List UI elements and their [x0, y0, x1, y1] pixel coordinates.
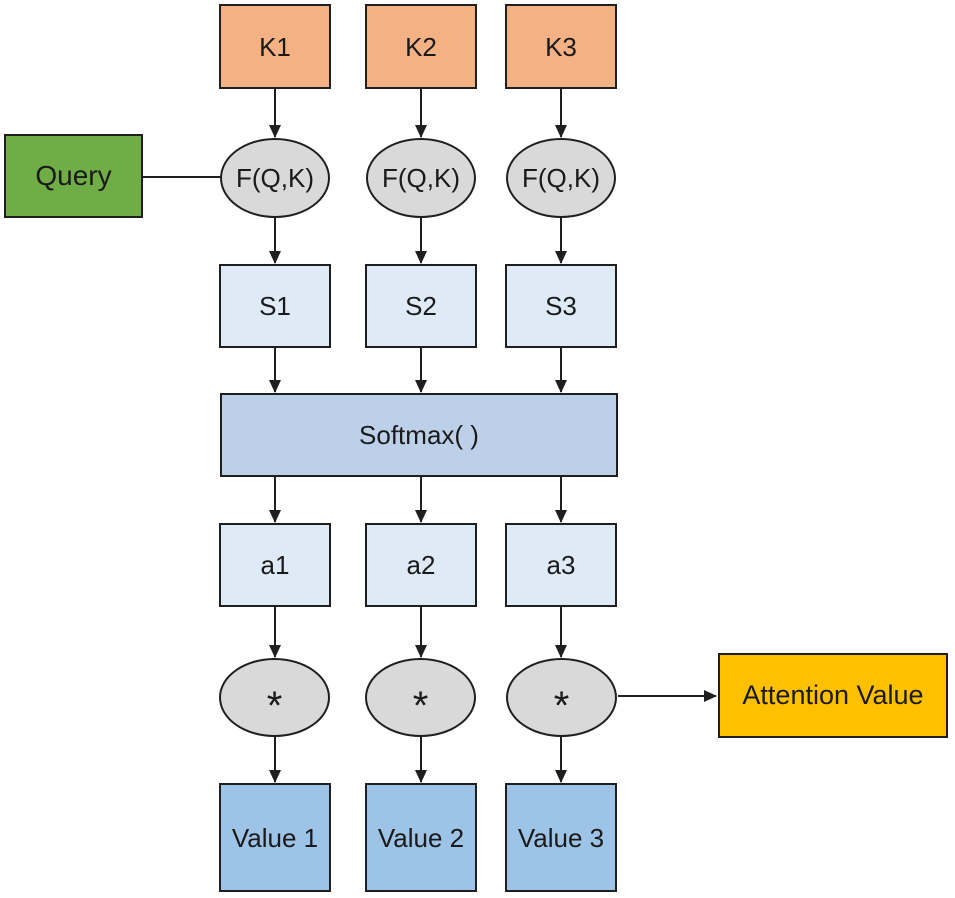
score-function-label-1: F(Q,K): [236, 163, 314, 193]
value-box-3: Value 3: [505, 783, 617, 892]
attention-value-box: Attention Value: [718, 653, 948, 738]
score-box-2: S2: [365, 264, 477, 348]
value-label-2: Value 2: [377, 822, 465, 853]
key-label-3: K3: [545, 31, 577, 62]
attention-weight-box-1: a1: [219, 523, 331, 607]
multiply-ellipse-3: *: [506, 658, 617, 737]
query-label: Query: [35, 160, 112, 191]
softmax-box: Softmax( ): [220, 393, 618, 477]
softmax-label: Softmax( ): [359, 420, 479, 450]
multiply-operator-1: *: [266, 683, 283, 728]
score-function-label-3: F(Q,K): [522, 163, 600, 193]
multiply-operator-2: *: [412, 683, 429, 728]
key-label-2: K2: [405, 31, 437, 62]
key-box-3: K3: [505, 4, 617, 89]
score-label-1: S1: [259, 291, 291, 321]
score-function-ellipse-3: F(Q,K): [506, 138, 616, 218]
key-label-1: K1: [259, 31, 291, 62]
score-box-3: S3: [505, 264, 617, 348]
value-label-1: Value 1: [231, 822, 319, 853]
multiply-operator-3: *: [553, 683, 570, 728]
multiply-ellipse-2: *: [365, 658, 476, 737]
value-box-2: Value 2: [365, 783, 477, 892]
score-function-ellipse-1: F(Q,K): [220, 138, 330, 218]
attention-value-label: Attention Value: [742, 680, 924, 710]
value-box-1: Value 1: [219, 783, 331, 892]
query-box: Query: [4, 134, 143, 218]
attention-weight-label-2: a2: [406, 550, 436, 580]
score-label-3: S3: [545, 291, 577, 321]
score-box-1: S1: [219, 264, 331, 348]
value-label-3: Value 3: [517, 822, 605, 853]
attention-weight-box-2: a2: [365, 523, 477, 607]
attention-weight-box-3: a3: [505, 523, 617, 607]
score-label-2: S2: [405, 291, 437, 321]
attention-weight-label-3: a3: [546, 550, 576, 580]
key-box-2: K2: [365, 4, 477, 89]
attention-weight-label-1: a1: [260, 550, 290, 580]
score-function-label-2: F(Q,K): [382, 163, 460, 193]
score-function-ellipse-2: F(Q,K): [366, 138, 476, 218]
multiply-ellipse-1: *: [219, 658, 330, 737]
key-box-1: K1: [219, 4, 331, 89]
